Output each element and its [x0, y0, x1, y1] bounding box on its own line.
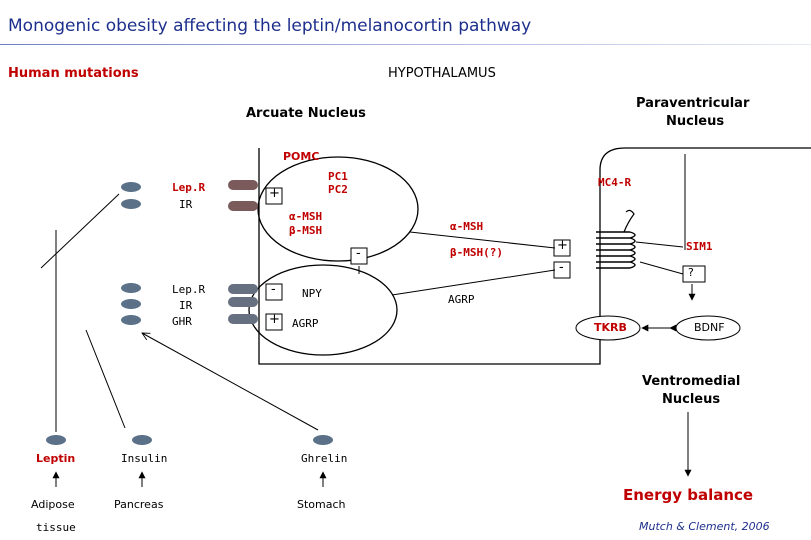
insulin-label: Insulin: [121, 452, 168, 465]
npy-receptor-icons: [228, 284, 258, 324]
pancreas-label: Pancreas: [114, 498, 164, 511]
agrp-left-label: AGRP: [292, 317, 319, 330]
lepr-upper-label: Lep.R: [172, 181, 206, 194]
tissue-label: tissue: [36, 521, 76, 534]
citation-label: Mutch & Clement, 2006: [639, 520, 770, 533]
pomc-receptor-icons: [228, 180, 258, 211]
ghrelin-label: Ghrelin: [301, 452, 348, 465]
paraventricular-label-1: Paraventricular: [636, 96, 750, 111]
agrp-to-mc4r-line: [391, 269, 556, 296]
human-mutations-label: Human mutations: [8, 66, 139, 81]
ir-lower-label: IR: [179, 299, 193, 312]
ir-upper-label: IR: [179, 198, 193, 211]
hypothalamus-boundary: [258, 147, 811, 365]
bdnf-label: BDNF: [694, 321, 725, 334]
sim1-label: SIM1: [686, 240, 713, 253]
alpha-msh-left-label: α-MSH: [289, 210, 323, 223]
ghrelin-signal-arrow: [142, 333, 319, 431]
plus-sign-pomc: +: [269, 186, 280, 201]
ligand-icons-lower: [121, 283, 141, 325]
minus-marker-cross: [350, 247, 368, 265]
pc2-label: PC2: [328, 183, 348, 196]
hypothalamus-label: HYPOTHALAMUS: [388, 66, 496, 81]
plus-marker-agrp: [265, 313, 283, 331]
page-title: Monogenic obesity affecting the leptin/m…: [8, 16, 532, 36]
tkrb-oval: [575, 315, 641, 341]
beta-msh-right-label: β-MSH(?): [450, 246, 503, 259]
lepr-lower-label: Lep.R: [172, 283, 206, 296]
plus-sign-agrp: +: [269, 312, 280, 327]
npy-label: NPY: [302, 287, 322, 300]
insulin-signal-line: [85, 329, 126, 429]
agrp-right-label: AGRP: [448, 293, 475, 306]
pc1-label: PC1: [328, 170, 348, 183]
minus-marker-npy: [265, 283, 283, 301]
npy-agrp-neuron-cell: [248, 264, 398, 356]
plus-sign-mc4r: +: [557, 238, 568, 253]
mc4r-receptor-icon: [596, 231, 636, 269]
minus-sign-mc4r: -: [559, 260, 564, 275]
mc4r-to-q-line: [639, 261, 684, 275]
mc4r-to-sim1-arrow: [635, 241, 684, 248]
title-divider: [0, 44, 811, 45]
mc4r-tail-icon: [623, 209, 635, 233]
arcuate-nucleus-label: Arcuate Nucleus: [246, 106, 366, 121]
ventromedial-label-2: Nucleus: [662, 392, 721, 407]
ligand-icons-upper: [121, 182, 141, 209]
plus-marker-pomc: [265, 187, 283, 205]
alpha-msh-right-label: α-MSH: [450, 220, 484, 233]
leptin-insulin-divider: [40, 193, 120, 269]
mc4r-label: MC4-R: [598, 176, 632, 189]
minus-sign-npy: -: [271, 282, 276, 297]
pomc-label: POMC: [283, 150, 320, 163]
stomach-label: Stomach: [297, 498, 346, 511]
ventromedial-label-1: Ventromedial: [642, 374, 741, 389]
pomc-neuron-cell: [257, 156, 419, 262]
alpha-msh-to-mc4r-line: [409, 231, 556, 249]
tkrb-label: TKRB: [594, 321, 627, 334]
adipose-label: Adipose: [31, 498, 75, 511]
beta-msh-left-label: β-MSH: [289, 224, 323, 237]
question-mark-label: ?: [688, 266, 694, 279]
paraventricular-label-2: Nucleus: [666, 114, 725, 129]
energy-balance-label: Energy balance: [623, 486, 754, 504]
hormone-icons: [46, 435, 333, 445]
minus-sign-cross: -: [356, 246, 361, 261]
ghr-label: GHR: [172, 315, 192, 328]
leptin-label: Leptin: [36, 452, 76, 465]
sim1-box: [682, 265, 706, 283]
